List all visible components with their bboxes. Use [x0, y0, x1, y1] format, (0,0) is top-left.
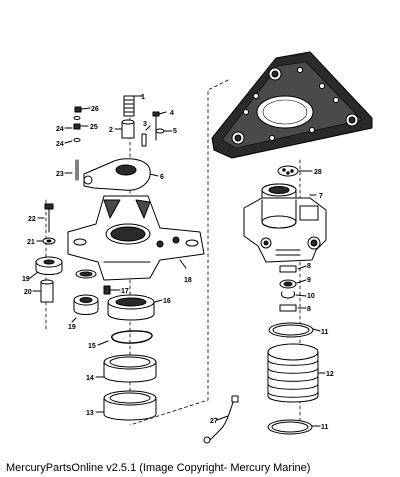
callout-8-lower: 8 — [307, 306, 311, 313]
callout-19-mount: 19 — [22, 276, 30, 283]
bolt-22 — [37, 203, 54, 233]
callout-3: 3 — [143, 121, 147, 128]
seal-9 — [279, 279, 307, 289]
callout-5: 5 — [173, 128, 177, 135]
callout-19-bearing: 19 — [68, 324, 76, 331]
callout-24-lower: 24 — [56, 141, 64, 148]
callout-17: 17 — [121, 288, 129, 295]
callout-10: 10 — [307, 293, 315, 300]
callout-23: 23 — [56, 171, 64, 178]
washer-21 — [36, 237, 56, 245]
callout-27: 27 — [210, 418, 218, 425]
callout-12: 12 — [326, 371, 334, 378]
clamp-11-lower — [267, 419, 321, 435]
callout-20: 20 — [24, 289, 32, 296]
callout-11-lower: 11 — [321, 424, 329, 431]
steering-lever-6 — [83, 158, 159, 191]
bearing-16 — [107, 294, 163, 321]
ground-wire-27 — [203, 395, 239, 444]
callout-1: 1 — [141, 94, 145, 101]
snap-ring-15 — [97, 330, 153, 346]
callout-15: 15 — [88, 343, 96, 350]
callout-26: 26 — [91, 106, 99, 113]
pin-3 — [141, 125, 151, 147]
gimbal-housing-18 — [67, 195, 205, 281]
spacer-20 — [32, 279, 54, 303]
bolt-4 — [152, 111, 167, 141]
clamp-11-upper — [268, 322, 321, 338]
fitting-17 — [103, 285, 121, 295]
nut-26 — [74, 106, 91, 113]
bushing-8-lower — [279, 304, 307, 312]
callout-14: 14 — [86, 375, 94, 382]
stud-23 — [64, 159, 79, 181]
washer-5 — [155, 128, 173, 134]
callout-6: 6 — [160, 174, 164, 181]
ring-13 — [95, 390, 157, 421]
gimbal-ring-plate — [211, 51, 373, 159]
pivot-pin-1 — [123, 95, 143, 117]
exploded-parts-diagram: 1 2 3 4 5 6 7 8 8 9 10 11 11 12 13 14 15… — [22, 51, 373, 444]
callout-11-upper: 11 — [321, 329, 329, 336]
bushing-8-upper — [279, 265, 307, 273]
callout-16: 16 — [163, 298, 171, 305]
bell-housing-7 — [243, 183, 327, 263]
callout-labels: 1 2 3 4 5 6 7 8 8 9 10 11 11 12 13 14 15… — [22, 94, 334, 431]
callout-9: 9 — [307, 277, 311, 284]
image-caption: MercuryPartsOnline v2.5.1 (Image Copyrig… — [6, 462, 311, 474]
callout-22: 22 — [28, 216, 36, 223]
callout-18: 18 — [184, 277, 192, 284]
callout-25: 25 — [90, 124, 98, 131]
callout-2: 2 — [109, 127, 113, 134]
bushing-2 — [114, 119, 135, 139]
gasket-28 — [277, 165, 313, 177]
spacer-25 — [73, 123, 89, 130]
bearing-19 — [71, 294, 99, 323]
callout-7: 7 — [319, 193, 323, 200]
callout-4: 4 — [170, 110, 174, 117]
bearing-race-14 — [95, 354, 157, 383]
exhaust-bellows-12 — [267, 343, 326, 403]
callout-24-upper: 24 — [56, 126, 64, 133]
retaining-ring-10 — [281, 291, 307, 299]
callout-28: 28 — [314, 169, 322, 176]
callout-21: 21 — [27, 239, 35, 246]
washer-24 — [64, 116, 81, 144]
engine-mount-19 — [29, 256, 63, 279]
callout-8-upper: 8 — [307, 263, 311, 270]
callout-13: 13 — [86, 410, 94, 417]
